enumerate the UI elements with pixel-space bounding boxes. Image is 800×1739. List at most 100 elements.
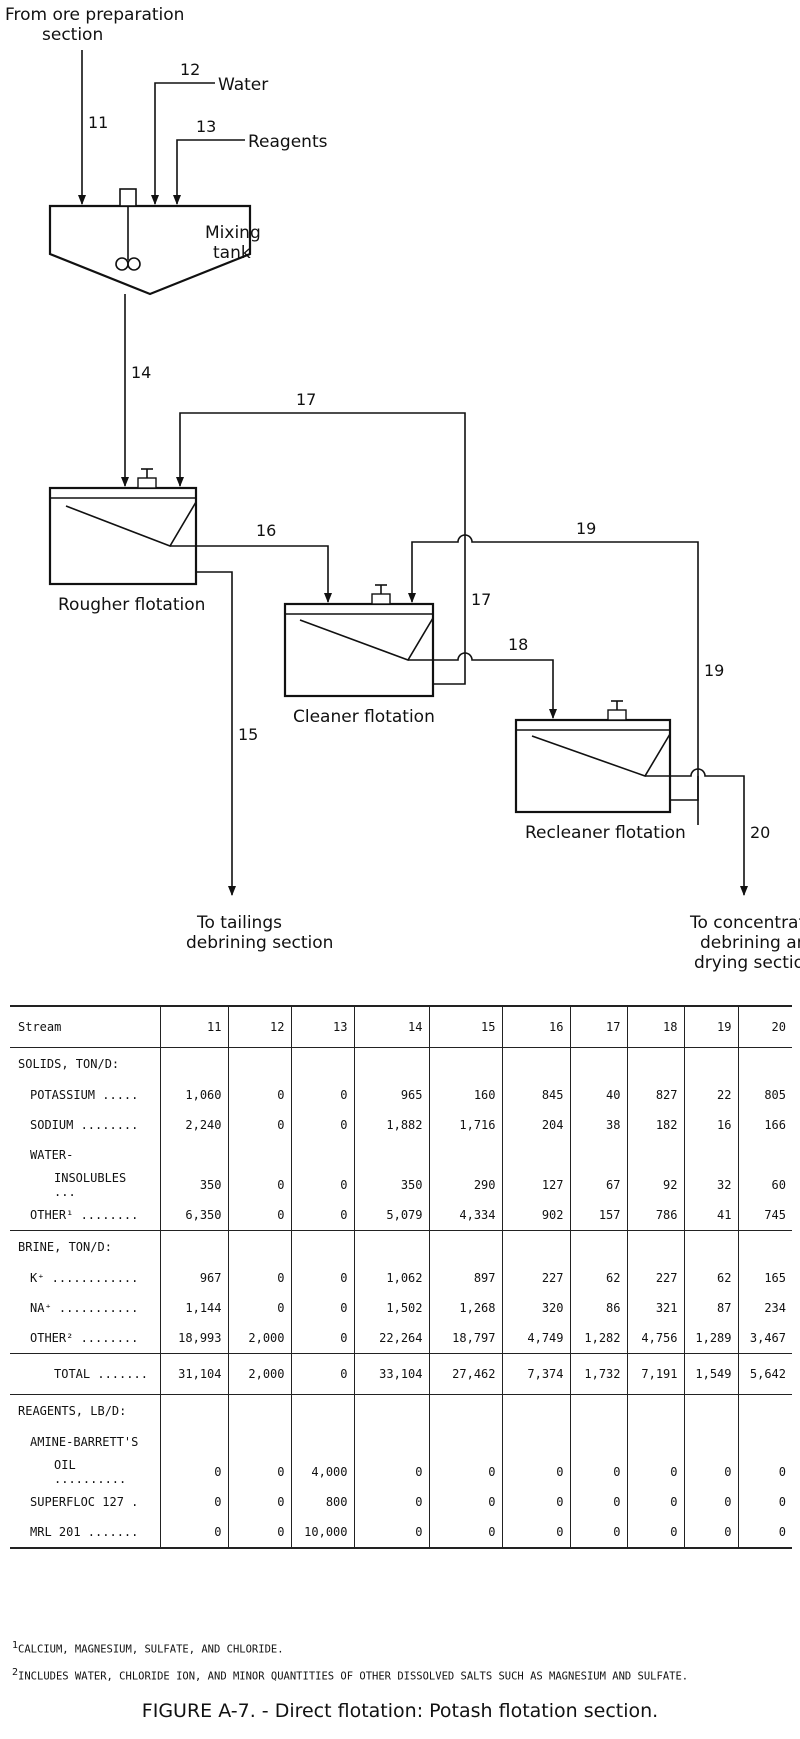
value-cell: 234 (737, 1293, 792, 1323)
rougher-flotation-label: Rougher flotation (58, 595, 205, 615)
value-cell: 5,079 (353, 1200, 429, 1231)
value-cell: 157 (569, 1200, 627, 1231)
value-cell (683, 1140, 738, 1170)
concentrate-label-2: debrining and (700, 933, 800, 953)
footnote-2-text: Includes water, chloride ion, and minor … (18, 1670, 689, 1683)
total-value-cell: 1,549 (683, 1353, 738, 1395)
value-cell (626, 1140, 684, 1170)
row-label: Water- (30, 1148, 74, 1162)
value-cell: 0 (353, 1487, 429, 1517)
stream-11-number: 11 (88, 113, 108, 132)
recleaner-flotation-cell (514, 700, 672, 814)
value-cell: 1,716 (428, 1110, 502, 1140)
stream-19-branch-line (670, 776, 699, 801)
header-cell: 16 (501, 1006, 570, 1048)
concentrate-label-3: drying section (694, 953, 800, 973)
stream-data-table-wrapper: Stream 11 12 13 14 15 16 17 18 19 20 Sol… (10, 1005, 792, 1549)
value-cell: 227 (626, 1263, 684, 1293)
value-cell: 4,756 (626, 1323, 684, 1354)
stream-18-line (408, 652, 557, 719)
empty-cell (626, 1230, 684, 1263)
footnote-1: 1Calcium, magnesium, sulfate, and chlori… (12, 1640, 284, 1656)
total-value-cell: 2,000 (227, 1353, 291, 1395)
tailings-label-1: To tailings (196, 913, 282, 933)
stream-data-table: Stream 11 12 13 14 15 16 17 18 19 20 Sol… (10, 1005, 792, 1549)
empty-cell (159, 1394, 228, 1427)
value-cell: 350 (353, 1170, 429, 1200)
value-cell: 1,502 (353, 1293, 429, 1323)
value-cell: 1,144 (159, 1293, 228, 1323)
empty-cell (159, 1047, 228, 1080)
header-cell: 14 (353, 1006, 429, 1048)
value-cell: 22 (683, 1080, 738, 1110)
mixing-tank-label-2: tank (213, 243, 251, 263)
flow-diagram: From ore preparation section Water Reage… (5, 5, 800, 973)
row-label: Sodium ........ (30, 1118, 139, 1132)
value-cell: 4,749 (501, 1323, 570, 1354)
row-label: MRL 201 ....... (30, 1525, 139, 1539)
value-cell: 800 (290, 1487, 354, 1517)
value-cell: 3,467 (737, 1323, 792, 1354)
stream-16-line (170, 545, 332, 603)
value-cell (227, 1427, 291, 1457)
row-label: Other² ........ (30, 1331, 139, 1345)
stream-13-number: 13 (196, 117, 216, 136)
row-label: insolubles ... (54, 1171, 127, 1199)
section-title-row: Solids, ton/d: (10, 1047, 792, 1080)
value-cell (159, 1427, 228, 1457)
value-cell: 62 (683, 1263, 738, 1293)
mixing-tank (48, 188, 252, 296)
stream-12-line (151, 82, 215, 205)
value-cell: 0 (626, 1487, 684, 1517)
total-value-cell: 1,732 (569, 1353, 627, 1395)
value-cell: 0 (290, 1323, 354, 1354)
value-cell: 0 (227, 1487, 291, 1517)
total-row: Total .......31,1042,000033,10427,4627,3… (10, 1353, 792, 1395)
total-value-cell: 27,462 (428, 1353, 502, 1395)
value-cell: 0 (428, 1517, 502, 1548)
value-cell: 0 (290, 1293, 354, 1323)
header-cell: 11 (159, 1006, 228, 1048)
value-cell: 60 (737, 1170, 792, 1200)
row-label: oil .......... (54, 1458, 127, 1486)
value-cell: 127 (501, 1170, 570, 1200)
value-cell: 320 (501, 1293, 570, 1323)
row-label: Na⁺ ........... (30, 1301, 139, 1315)
footnote-1-mark: 1 (12, 1640, 19, 1651)
value-cell: 0 (353, 1517, 429, 1548)
header-cell: 19 (683, 1006, 738, 1048)
header-cell: 18 (626, 1006, 684, 1048)
value-cell: 827 (626, 1080, 684, 1110)
row-label: Potassium ..... (30, 1088, 139, 1102)
empty-cell (501, 1394, 570, 1427)
value-cell: 16 (683, 1110, 738, 1140)
empty-cell (683, 1394, 738, 1427)
stream-19-number-side: 19 (704, 661, 724, 680)
value-cell: 745 (737, 1200, 792, 1231)
value-cell: 0 (569, 1487, 627, 1517)
empty-cell (737, 1047, 792, 1080)
value-cell: 0 (428, 1457, 502, 1487)
empty-cell (353, 1394, 429, 1427)
value-cell: 0 (290, 1110, 354, 1140)
value-cell: 0 (501, 1487, 570, 1517)
value-cell: 4,000 (290, 1457, 354, 1487)
empty-cell (159, 1230, 228, 1263)
empty-cell (227, 1047, 291, 1080)
value-cell (227, 1140, 291, 1170)
value-cell: 0 (737, 1487, 792, 1517)
total-value-cell: 0 (290, 1353, 354, 1395)
total-value-cell: 5,642 (737, 1353, 792, 1395)
value-cell: 897 (428, 1263, 502, 1293)
value-cell: 0 (227, 1293, 291, 1323)
value-cell: 0 (353, 1457, 429, 1487)
value-cell: 182 (626, 1110, 684, 1140)
value-cell: 0 (683, 1517, 738, 1548)
total-value-cell: 7,374 (501, 1353, 570, 1395)
value-cell: 0 (501, 1457, 570, 1487)
value-cell: 0 (227, 1200, 291, 1231)
stream-15-number: 15 (238, 725, 258, 744)
stream-18-number: 18 (508, 635, 528, 654)
